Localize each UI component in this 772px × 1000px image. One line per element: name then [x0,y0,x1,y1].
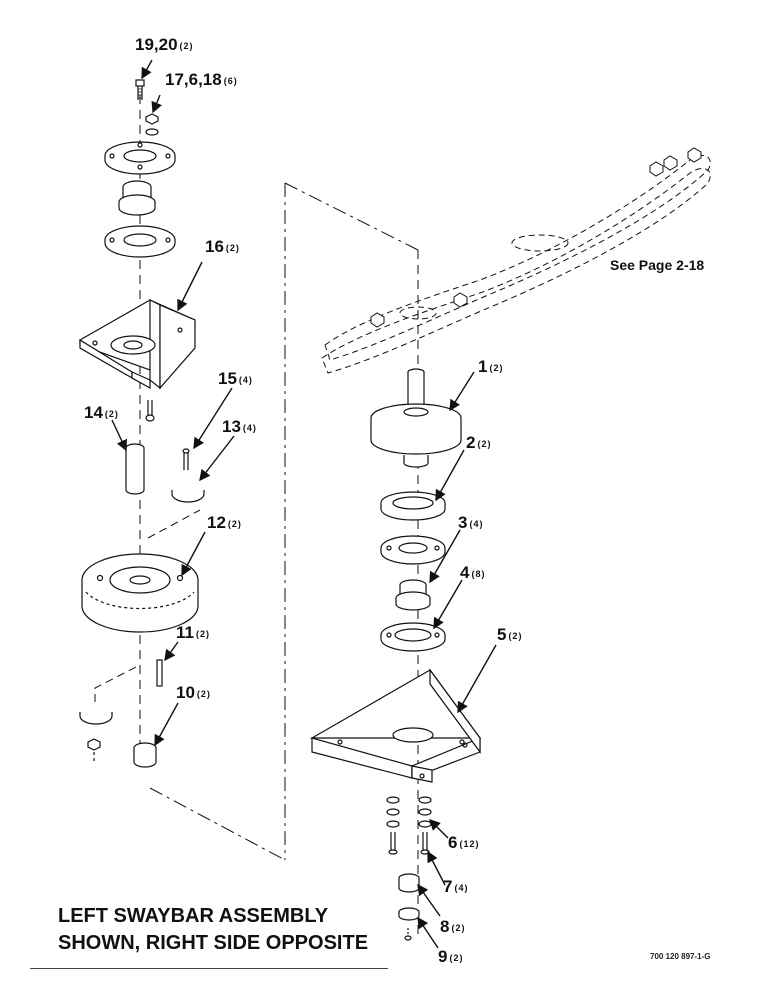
callout-1: 1(2) [478,357,503,376]
callout-7: 7(4) [443,877,468,896]
leader-lines [111,59,497,949]
figure-caption: LEFT SWAYBAR ASSEMBLY SHOWN, RIGHT SIDE … [58,903,368,957]
part-pulley-12 [81,553,199,633]
part-nut-17-6-18 [145,113,159,136]
see-page-note: See Page 2-18 [610,257,704,273]
part-flange-4 [380,622,446,652]
callout-14: 14(2) [84,403,119,422]
callout-13: 13(4) [222,417,257,436]
part-bearing-flange-top [104,141,176,175]
part-flange-3 [380,535,446,565]
part-bolts-7 [388,832,430,855]
callout-10: 10(2) [176,683,211,702]
part-washers-6 [386,796,432,828]
callout-17-6-18: 17,6,18(6) [165,70,238,89]
part-bolt-19-20 [135,79,145,100]
part-swaybar-bolts [370,147,702,328]
caption-rule [30,968,388,969]
part-cam-13 [171,489,205,503]
callout-5: 5(2) [497,625,522,644]
part-bearing-right [395,579,431,611]
part-washer-2 [380,491,446,521]
part-bearing-insert [118,180,156,216]
part-nut-lower [87,738,101,764]
part-spacer-10 [133,742,157,768]
callout-16: 16(2) [205,237,240,256]
part-pin-11 [156,659,163,687]
callout-6: 6(12) [448,833,479,852]
part-bracket-16 [79,299,196,390]
callout-3: 3(4) [458,513,483,532]
part-base-plate-5 [309,668,482,783]
part-hub-1 [370,368,462,468]
part-bearing-flange-bottom [104,225,176,258]
callout-8: 8(2) [440,917,465,936]
drawing-number: 700 120 897-1-G [650,952,711,961]
callout-15: 15(4) [218,369,253,388]
callout-4: 4(8) [460,563,485,582]
part-spacer-8 [398,873,420,893]
part-bolt-small [145,400,155,422]
part-cam-lower [79,711,113,725]
part-washer-9 [398,907,420,941]
callout-2: 2(2) [466,433,491,452]
callout-9: 9(2) [438,947,463,966]
callout-11: 11(2) [176,623,210,642]
callout-12: 12(2) [207,513,242,532]
part-swaybar-phantom [321,155,711,374]
part-bolt-15 [182,448,190,470]
caption-line-1: LEFT SWAYBAR ASSEMBLY [58,905,329,927]
part-shaft-14 [125,443,145,495]
caption-line-2: SHOWN, RIGHT SIDE OPPOSITE [58,932,369,954]
callout-19-20: 19,20(2) [135,35,194,54]
